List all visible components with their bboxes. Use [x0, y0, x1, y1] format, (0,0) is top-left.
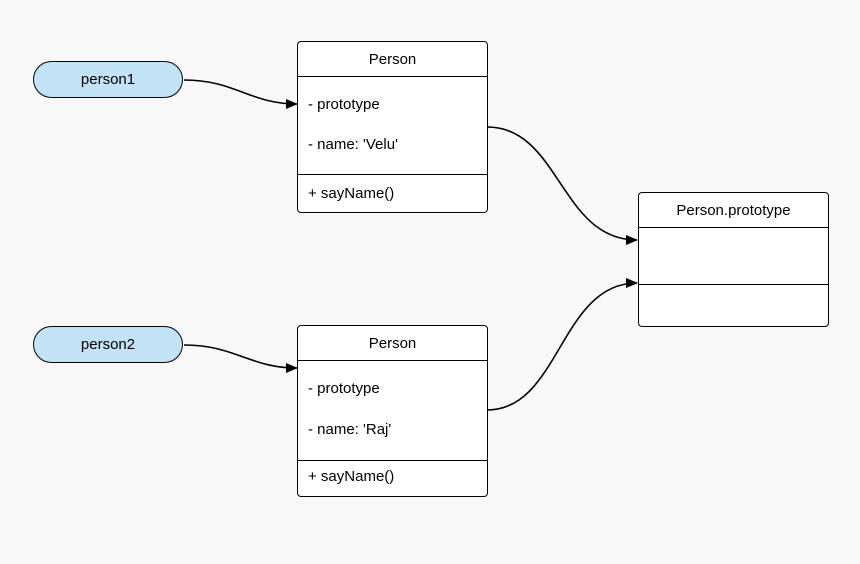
person-prototype-title: Person.prototype [639, 193, 828, 228]
attribute-prototype: - prototype [308, 380, 380, 397]
person-prototype-box[interactable]: Person.prototype [638, 192, 829, 327]
person-class-title: Person [298, 326, 487, 361]
method-sayname: + sayName() [308, 185, 395, 202]
edge-person-to-prototype [486, 126, 638, 245]
edge-person2-class-to-prototype [486, 278, 638, 411]
person-class-attributes: - prototype - name: 'Raj' [298, 361, 487, 461]
method-sayname: + sayName() [308, 468, 395, 485]
edge-person2-to-person [183, 344, 298, 373]
attribute-name: - name: 'Raj' [308, 421, 392, 438]
person-prototype-attributes [639, 228, 828, 285]
object-person1-label: person1 [80, 71, 136, 88]
attribute-prototype: - prototype [308, 96, 380, 113]
object-person2[interactable]: person2 [33, 326, 183, 363]
object-person1[interactable]: person1 [33, 61, 183, 98]
object-person2-label: person2 [80, 336, 136, 353]
edge-person1-to-person [183, 79, 298, 109]
person-class-attributes: - prototype - name: 'Velu' [298, 77, 487, 175]
attribute-name: - name: 'Velu' [308, 136, 398, 153]
person-class-box-2[interactable]: Person - prototype - name: 'Raj' + sayNa… [297, 325, 488, 497]
person-class-box-1[interactable]: Person - prototype - name: 'Velu' + sayN… [297, 41, 488, 213]
person-class-title: Person [298, 42, 487, 77]
